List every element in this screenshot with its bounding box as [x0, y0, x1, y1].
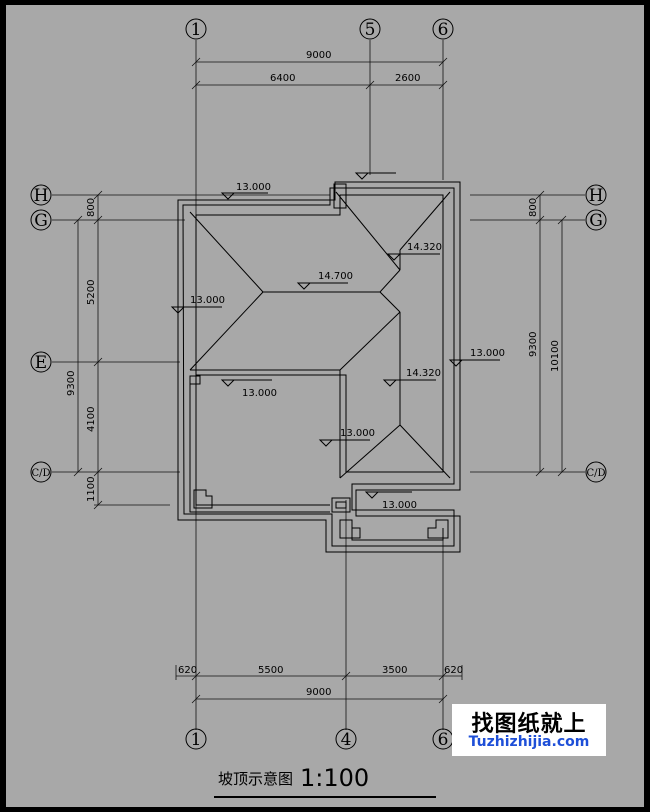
axis-label: 6 [438, 730, 449, 750]
dimension-label: 620 [444, 665, 463, 676]
dimension-label: 620 [178, 665, 197, 676]
dimension-label: 800 [528, 198, 539, 217]
elevation-label: 13.000 [242, 388, 277, 399]
elevation-label: 13.000 [470, 348, 505, 359]
axis-label: C/D [31, 468, 50, 479]
dimension-label: 4100 [86, 407, 97, 432]
elevation-label: 13.000 [236, 182, 271, 193]
axis-label: 1 [191, 730, 202, 750]
dimension-label: 1100 [86, 477, 97, 502]
roof-detail-boxes [189, 183, 449, 539]
ridge-elevation-label: 14.700 [318, 271, 353, 282]
axis-label: G [589, 211, 603, 231]
elevation-markers [170, 172, 500, 499]
roof-outline [177, 181, 461, 553]
logo-text-en: Tuzhizhijia.com [468, 734, 590, 750]
logo-text-cn: 找图纸就上 [471, 712, 587, 737]
axis-label: H [589, 186, 604, 206]
drawing-scale: 1:100 [300, 764, 369, 792]
axis-label: C/D [586, 468, 605, 479]
axis-label: G [34, 211, 48, 231]
elevation-label: 13.000 [382, 500, 417, 511]
dimension-label: 9000 [306, 687, 331, 698]
dimension-label: 800 [86, 198, 97, 217]
dimension-label: 9000 [306, 50, 331, 61]
left-dimensions [73, 190, 170, 510]
dimension-label: 5200 [86, 280, 97, 305]
axis-bubbles-top: 1 5 6 [185, 18, 454, 40]
axis-label: 4 [341, 730, 352, 750]
dimension-label: 6400 [270, 73, 295, 84]
sheet-background [6, 5, 644, 807]
right-dimensions [535, 190, 567, 477]
roof-hips-ridges [189, 191, 451, 479]
axis-label: 6 [438, 20, 449, 40]
drawing-title: 坡顶示意图 [218, 770, 293, 788]
dimension-label: 10100 [550, 340, 561, 372]
axis-bubbles-right: H G C/D [585, 184, 607, 483]
axis-label: E [35, 353, 47, 373]
bottom-dimensions [175, 665, 463, 704]
ridge-elevation-label: 14.320 [407, 242, 442, 253]
ridge-elevation-label: 14.320 [406, 368, 441, 379]
dimension-label: 9300 [528, 332, 539, 357]
top-dimensions [191, 57, 448, 90]
elevation-label: 13.000 [190, 295, 225, 306]
dimension-label: 5500 [258, 665, 283, 676]
dimension-label: 3500 [382, 665, 407, 676]
axis-label: 1 [191, 20, 202, 40]
dimension-label: 9300 [66, 371, 77, 396]
site-logo: 找图纸就上 Tuzhizhijia.com [452, 704, 606, 756]
dimension-label: 2600 [395, 73, 420, 84]
axis-label: 5 [365, 20, 376, 40]
axis-label: H [34, 186, 49, 206]
axis-bubbles-left: H G E C/D [30, 184, 52, 483]
elevation-label: 13.000 [340, 428, 375, 439]
